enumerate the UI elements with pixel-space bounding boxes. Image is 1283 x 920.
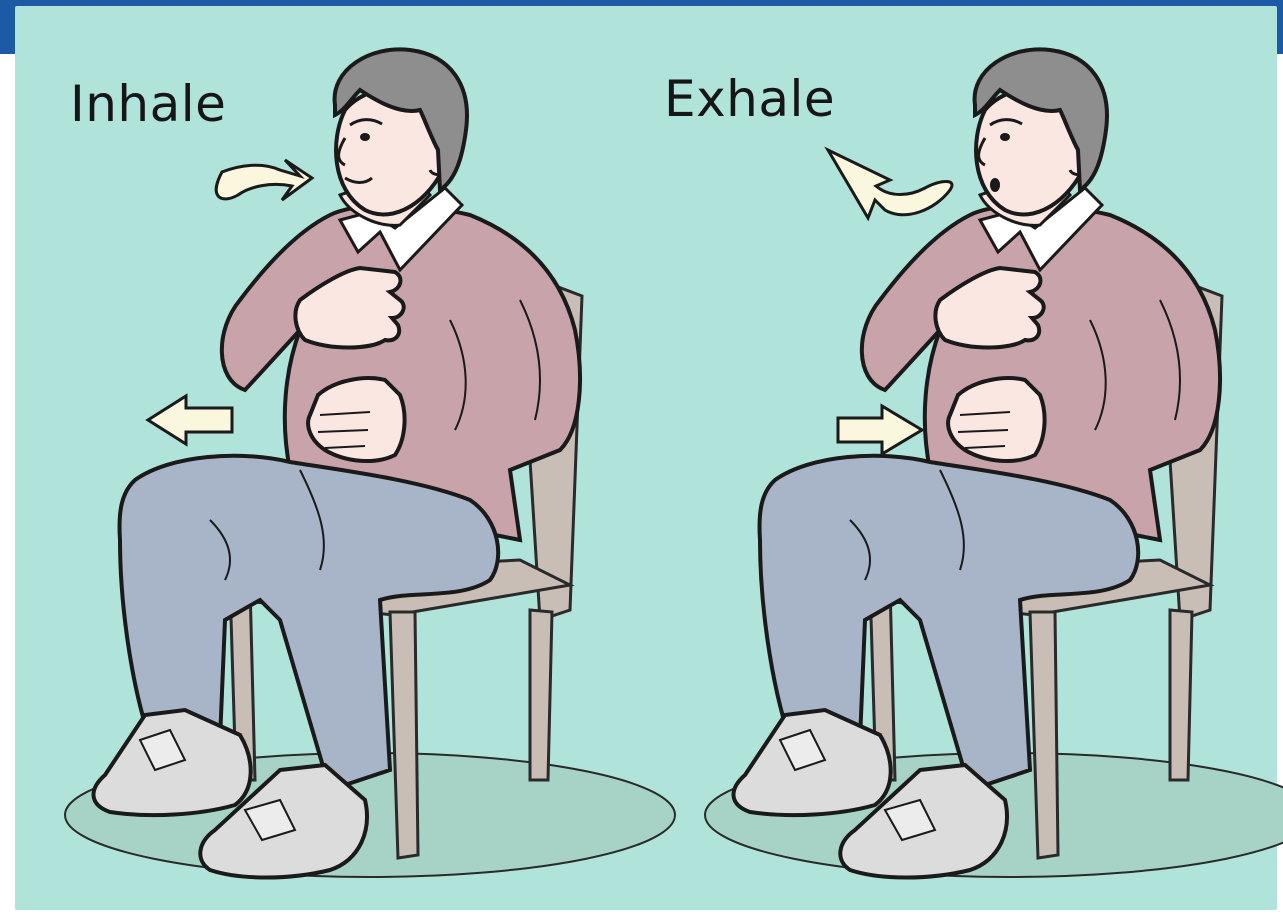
inhale-label: Inhale bbox=[70, 75, 226, 133]
curved-arrow-away-from-mouth-icon bbox=[828, 150, 952, 218]
curved-arrow-toward-mouth-icon bbox=[216, 160, 312, 200]
mouth-open bbox=[990, 178, 1000, 192]
exhale-label: Exhale bbox=[664, 70, 835, 128]
belly-arrow-out-icon bbox=[148, 396, 232, 444]
inhale-figure bbox=[65, 49, 675, 877]
belly-arrow-in-icon bbox=[838, 406, 922, 454]
exhale-figure bbox=[705, 49, 1283, 877]
